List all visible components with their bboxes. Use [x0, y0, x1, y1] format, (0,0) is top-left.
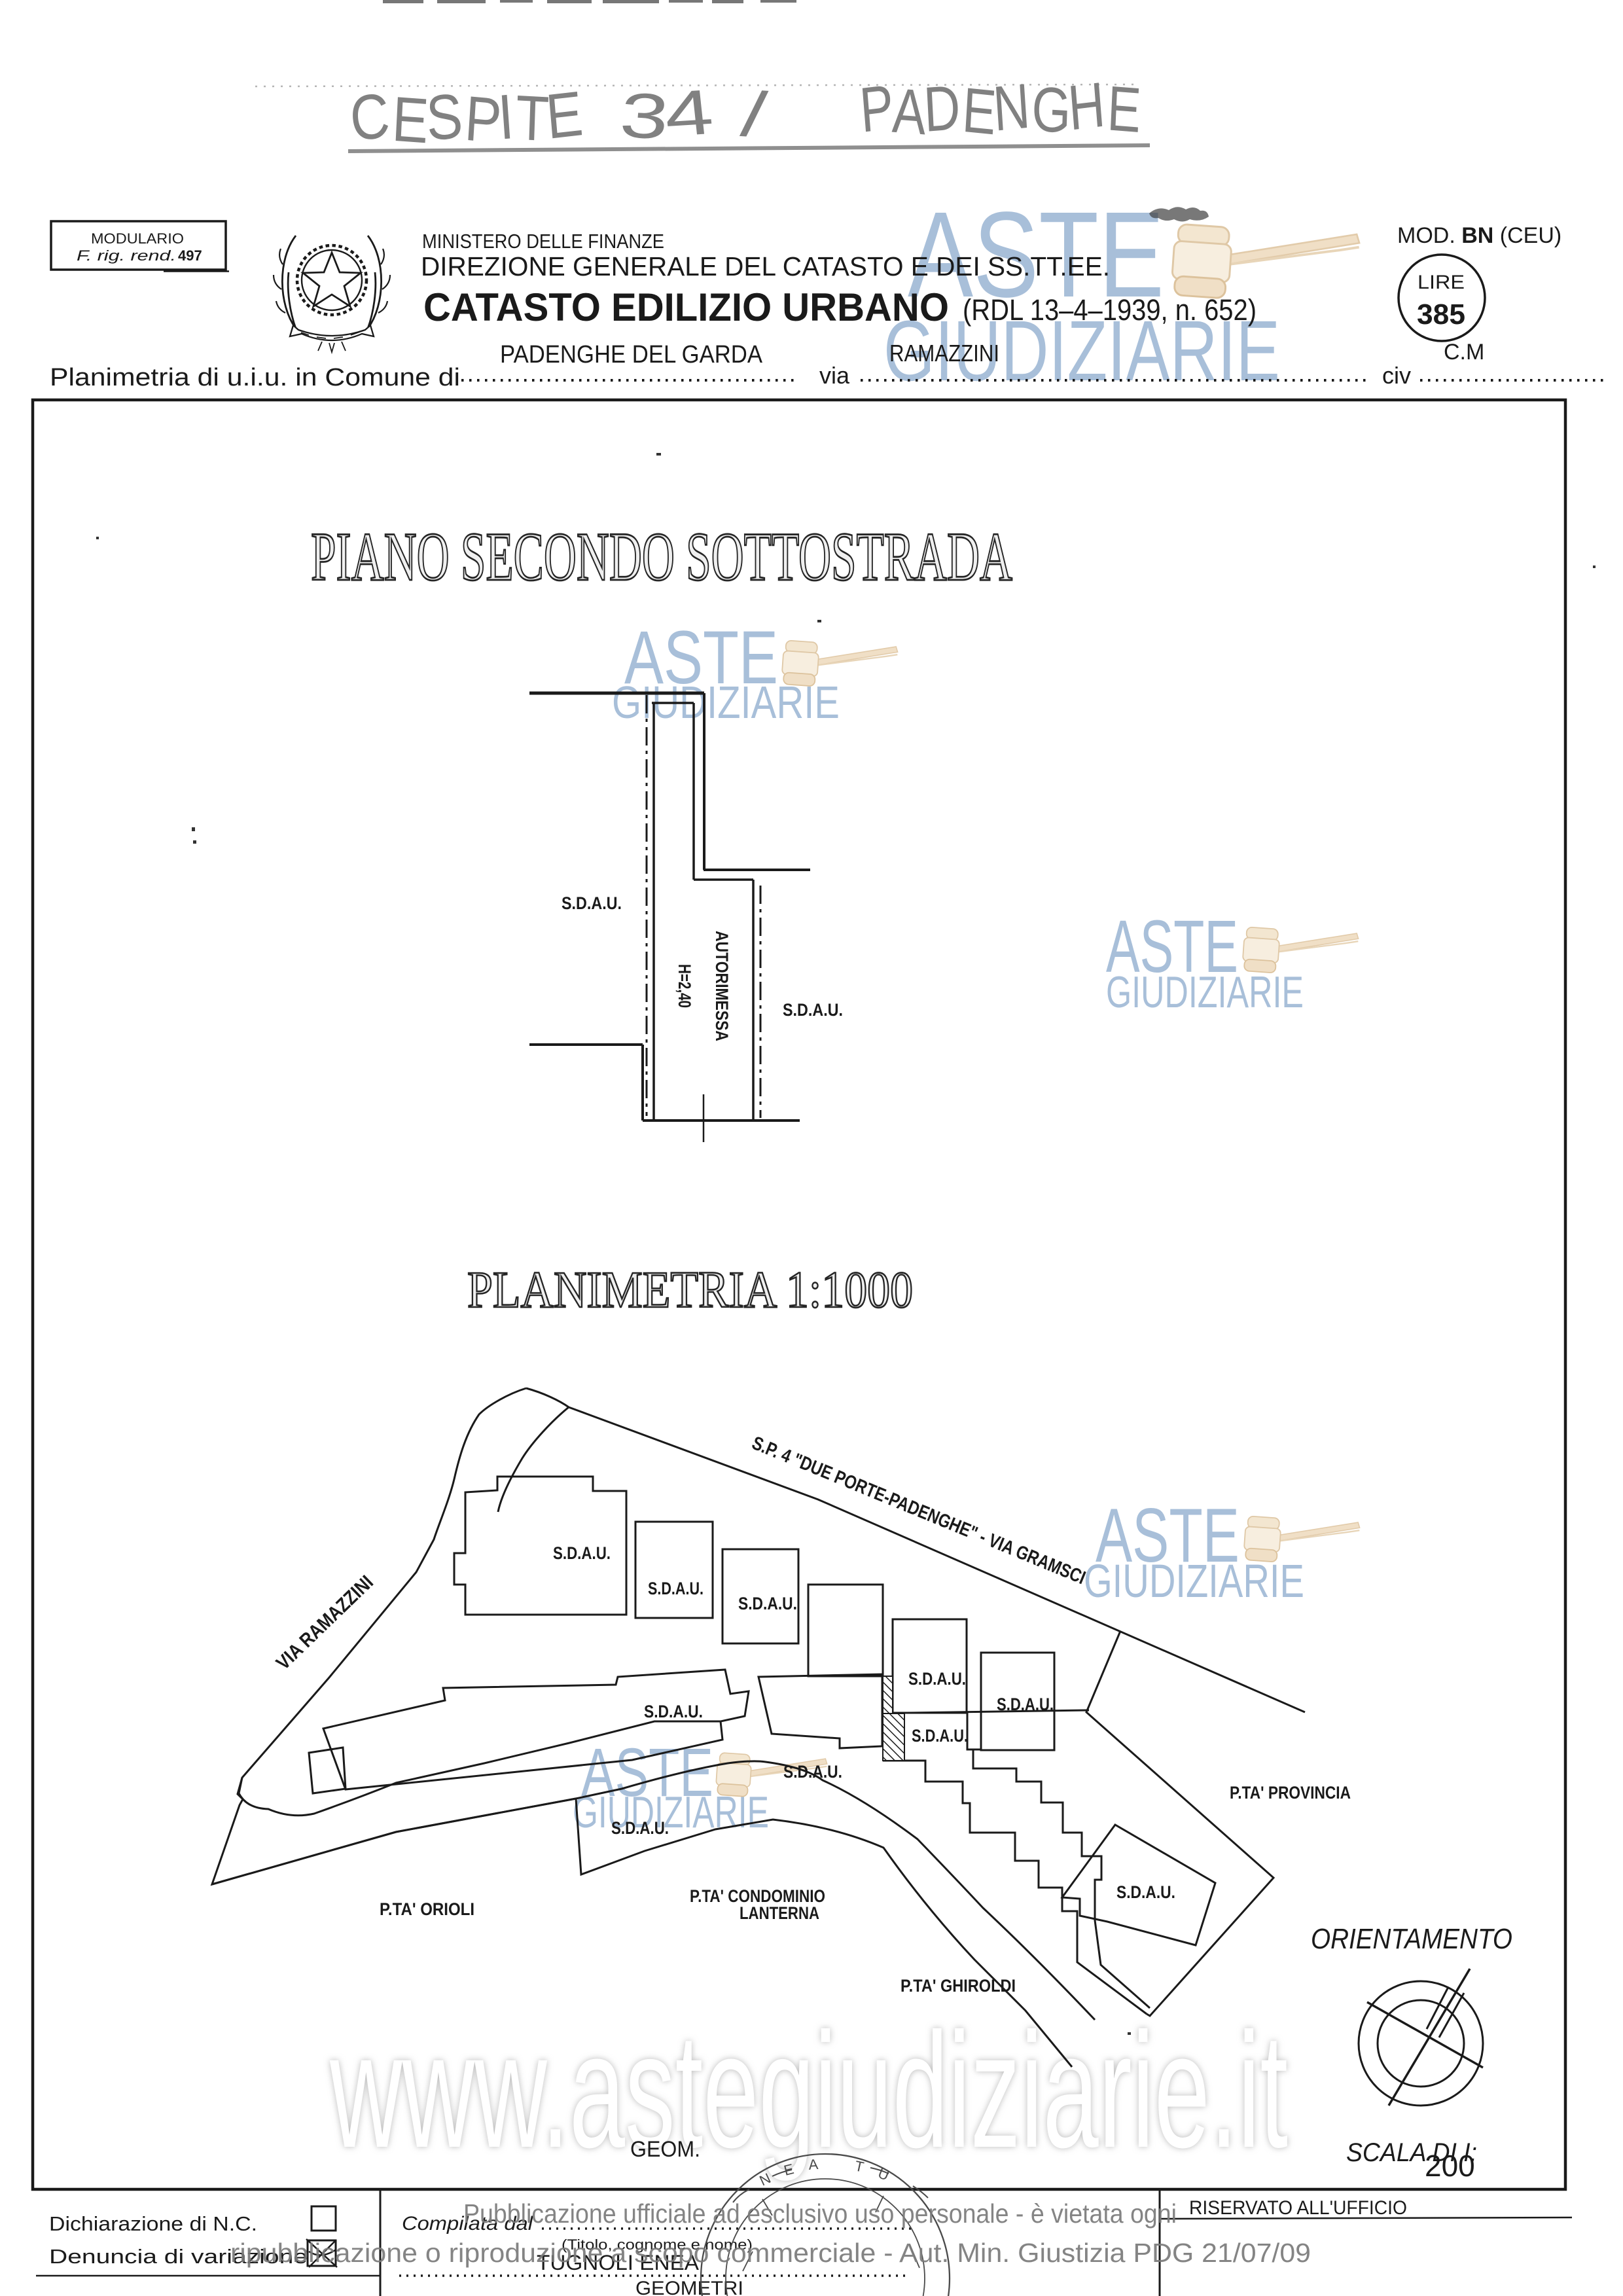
svg-text:MOD. BN (CEU): MOD. BN (CEU)	[1397, 223, 1561, 248]
svg-text:S.D.A.U.: S.D.A.U.	[562, 893, 622, 913]
svg-text:S.D.A.U.: S.D.A.U.	[553, 1543, 611, 1563]
svg-text:MINISTERO DELLE FINANZE: MINISTERO DELLE FINANZE	[422, 230, 664, 253]
svg-text:S.D.A.U.: S.D.A.U.	[783, 1000, 843, 1020]
svg-text:Compilata dal: Compilata dal	[402, 2213, 533, 2234]
svg-text:RISERVATO ALL'UFFICIO: RISERVATO ALL'UFFICIO	[1189, 2197, 1407, 2219]
svg-text:PADENGHE DEL GARDA: PADENGHE DEL GARDA	[500, 341, 763, 368]
svg-text:DIREZIONE GENERALE DEL CATASTO: DIREZIONE GENERALE DEL CATASTO E DEI SS.…	[421, 251, 1110, 281]
svg-text:34 /: 34 /	[617, 75, 769, 154]
svg-text:H=2,40: H=2,40	[675, 964, 694, 1008]
svg-text:LANTERNA: LANTERNA	[740, 1903, 819, 1923]
svg-text:Planimetria di u.i.u. in Comun: Planimetria di u.i.u. in Comune di	[50, 364, 460, 391]
svg-text:civ: civ	[1382, 362, 1411, 389]
svg-text:GIUDIZIARIE: GIUDIZIARIE	[883, 302, 1280, 399]
svg-text:S.D.A.U.: S.D.A.U.	[783, 1762, 842, 1782]
svg-text:S.D.A.U.: S.D.A.U.	[611, 1818, 669, 1838]
svg-text:S.D.A.U.: S.D.A.U.	[908, 1669, 966, 1689]
svg-text:S.D.A.U.: S.D.A.U.	[648, 1579, 704, 1598]
svg-text:ASTE: ASTE	[908, 187, 1164, 323]
svg-text:TUGNOLI ENEA: TUGNOLI ENEA	[537, 2251, 700, 2274]
svg-text:E: E	[782, 2161, 795, 2179]
svg-text:ASTE: ASTE	[1106, 905, 1238, 988]
svg-text:A: A	[808, 2156, 819, 2173]
svg-text:ASTE: ASTE	[1096, 1492, 1240, 1578]
svg-text:T: T	[853, 2157, 865, 2175]
svg-text:CATASTO EDILIZIO URBANO: CATASTO EDILIZIO URBANO	[423, 285, 949, 329]
svg-text:GIUDIZIARIE: GIUDIZIARIE	[1084, 1556, 1304, 1607]
svg-text:S.P. 4 "DUE PORTE-PADENGHE" -: S.P. 4 "DUE PORTE-PADENGHE" - VIA GRAMSC…	[749, 1433, 1088, 1588]
svg-text:S.D.A.U.: S.D.A.U.	[738, 1594, 797, 1613]
svg-text:ripubblicazione o riproduzione: ripubblicazione o riproduzione a scopo c…	[230, 2238, 1311, 2268]
svg-text:385: 385	[1417, 298, 1465, 331]
svg-text:ORIENTAMENTO: ORIENTAMENTO	[1311, 1923, 1512, 1955]
svg-text:P.TA' GHIROLDI: P.TA' GHIROLDI	[901, 1976, 1016, 1996]
svg-text:PIANO SECONDO SOTTOSTRADA: PIANO SECONDO SOTTOSTRADA	[311, 518, 1012, 595]
svg-text:497: 497	[178, 247, 202, 264]
svg-text:S.D.A.U.: S.D.A.U.	[1116, 1882, 1175, 1902]
svg-text:(RDL 13–4–1939, n. 652): (RDL 13–4–1939, n. 652)	[963, 293, 1257, 327]
svg-text:200: 200	[1425, 2149, 1475, 2183]
svg-text:S.D.A.U.: S.D.A.U.	[997, 1695, 1054, 1714]
svg-text:PADENGHE: PADENGHE	[856, 69, 1144, 149]
svg-text:P.TA' ORIOLI: P.TA' ORIOLI	[380, 1899, 474, 1919]
svg-text:GIUDIZIARIE: GIUDIZIARIE	[1106, 967, 1304, 1017]
svg-text:VIA RAMAZZINI: VIA RAMAZZINI	[272, 1571, 378, 1674]
svg-text:Dichiarazione di N.C.: Dichiarazione di N.C.	[49, 2212, 257, 2235]
svg-text:AUTORIMESSA: AUTORIMESSA	[712, 931, 732, 1041]
svg-text:C.M: C.M	[1444, 340, 1484, 365]
svg-text:LIRE: LIRE	[1418, 272, 1465, 293]
svg-text:CESPITE: CESPITE	[346, 78, 586, 158]
svg-text:MODULARIO: MODULARIO	[91, 230, 184, 247]
svg-text:PLANIMETRIA 1:1000: PLANIMETRIA 1:1000	[467, 1262, 913, 1319]
svg-text:www.astegiudiziarie.it: www.astegiudiziarie.it	[329, 1999, 1288, 2181]
svg-text:RAMAZZINI: RAMAZZINI	[889, 340, 999, 367]
svg-text:P.TA' PROVINCIA: P.TA' PROVINCIA	[1230, 1783, 1351, 1803]
svg-text:F. rig. rend.: F. rig. rend.	[77, 247, 176, 264]
svg-text:S.D.A.U.: S.D.A.U.	[644, 1702, 703, 1721]
svg-text:(Titolo, cognome e nome): (Titolo, cognome e nome)	[562, 2236, 753, 2253]
svg-text:P.TA' CONDOMINIO: P.TA' CONDOMINIO	[690, 1886, 825, 1906]
svg-text:GEOM.: GEOM.	[630, 2137, 700, 2162]
svg-text:Denuncia di variazione: Denuncia di variazione	[49, 2245, 308, 2268]
svg-text:S.D.A.U.: S.D.A.U.	[912, 1726, 968, 1746]
svg-text:www.astegiudiziarie.it: www.astegiudiziarie.it	[329, 1999, 1288, 2181]
svg-text:SCALA DI I:: SCALA DI I:	[1346, 2138, 1477, 2167]
svg-text:Pubblicazione ufficiale ad esc: Pubblicazione ufficiale ad esclusivo uso…	[463, 2198, 1177, 2229]
svg-text:via: via	[819, 362, 850, 389]
svg-text:ASTE: ASTE	[624, 616, 778, 700]
